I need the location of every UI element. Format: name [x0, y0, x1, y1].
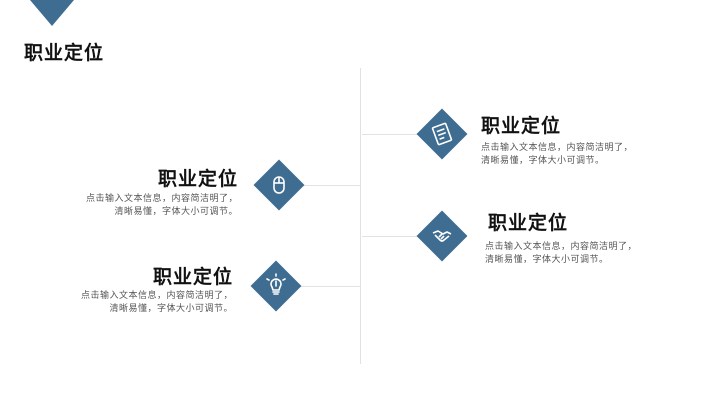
item-description-line: 点击输入文本信息，内容简洁明了，: [485, 242, 638, 252]
connector-line: [362, 236, 422, 237]
item-description: 点击输入文本信息，内容简洁明了， 清晰易懂，字体大小可调节。: [481, 142, 633, 168]
item-description-line: 清晰易懂，字体大小可调节。: [114, 207, 238, 217]
item-description-line: 清晰易懂，字体大小可调节。: [485, 255, 609, 265]
document-icon: [431, 122, 453, 146]
item-description: 点击输入文本信息，内容简洁明了， 清晰易懂，字体大小可调节。: [45, 290, 233, 316]
item-description-line: 清晰易懂，字体大小可调节。: [481, 156, 605, 166]
mouse-icon: [273, 176, 285, 194]
page-title: 职业定位: [24, 42, 105, 64]
item-title: 职业定位: [481, 115, 562, 137]
item-title: 职业定位: [152, 266, 233, 288]
item-description-line: 点击输入文本信息，内容简洁明了，: [481, 143, 634, 153]
connector-line: [362, 134, 422, 135]
handshake-icon: [432, 230, 452, 242]
connector-line: [298, 286, 360, 287]
item-description-line: 清晰易懂，字体大小可调节。: [109, 304, 233, 314]
lightbulb-icon: [266, 273, 286, 295]
item-description-line: 点击输入文本信息，内容简洁明了，: [80, 291, 233, 301]
item-description: 点击输入文本信息，内容简洁明了， 清晰易懂，字体大小可调节。: [50, 193, 238, 219]
item-title: 职业定位: [157, 168, 238, 190]
item-description-line: 点击输入文本信息，内容简洁明了，: [85, 194, 238, 204]
corner-triangle-decoration: [30, 0, 74, 26]
center-divider: [360, 68, 361, 364]
item-title: 职业定位: [488, 212, 569, 234]
item-description: 点击输入文本信息，内容简洁明了， 清晰易懂，字体大小可调节。: [485, 241, 637, 267]
connector-line: [300, 185, 360, 186]
